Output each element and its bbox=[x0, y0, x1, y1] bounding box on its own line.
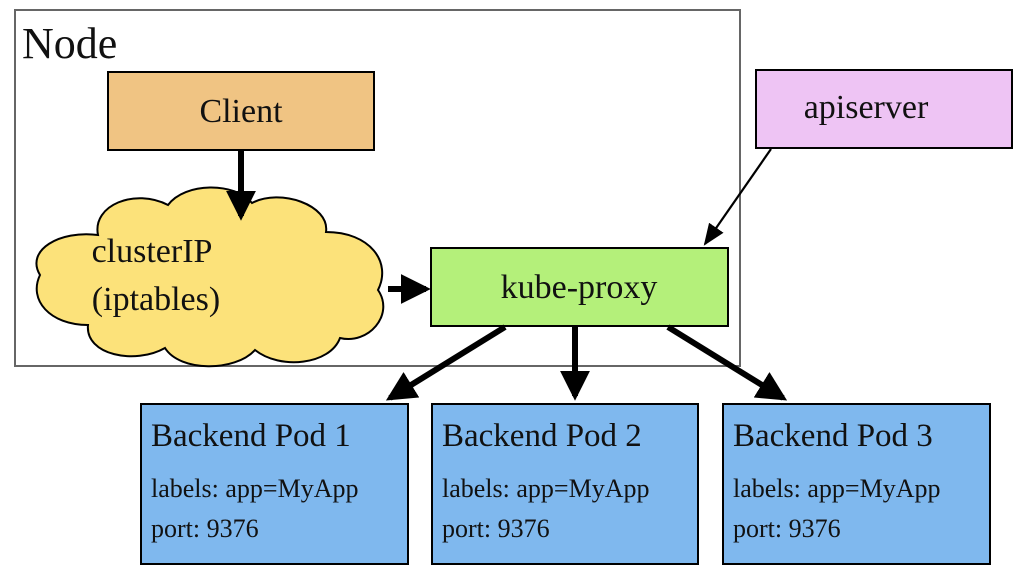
pod-title: Backend Pod 2 bbox=[442, 418, 642, 454]
cluster-ip-cloud[interactable]: clusterIP (iptables) bbox=[35, 186, 385, 368]
pod-labels: labels: app=MyApp bbox=[442, 474, 649, 503]
edge-kube-proxy-to-pod-3 bbox=[666, 324, 788, 401]
kube-proxy-box[interactable]: kube-proxy bbox=[430, 247, 729, 327]
pod-port: port: 9376 bbox=[151, 514, 259, 543]
pod-labels: labels: app=MyApp bbox=[151, 474, 358, 503]
pod-labels: labels: app=MyApp bbox=[733, 474, 940, 503]
edge-kube-proxy-to-pod-1 bbox=[385, 324, 507, 401]
client-label: Client bbox=[199, 93, 283, 130]
node-group-label: Node bbox=[22, 19, 117, 68]
apiserver-label: apiserver bbox=[804, 89, 929, 126]
edge-apiserver-to-kube-proxy bbox=[703, 148, 772, 246]
backend-pod-3[interactable]: Backend Pod 3 labels: app=MyApp port: 93… bbox=[722, 403, 991, 565]
kube-proxy-label: kube-proxy bbox=[501, 269, 658, 306]
pod-title: Backend Pod 1 bbox=[151, 418, 351, 454]
client-box[interactable]: Client bbox=[107, 71, 375, 151]
apiserver-box[interactable]: apiserver bbox=[755, 69, 1013, 149]
pod-port: port: 9376 bbox=[442, 514, 550, 543]
pod-title: Backend Pod 3 bbox=[733, 418, 933, 454]
backend-pod-2[interactable]: Backend Pod 2 labels: app=MyApp port: 93… bbox=[431, 403, 699, 565]
cluster-ip-label: clusterIP bbox=[92, 233, 213, 270]
backend-pod-1[interactable]: Backend Pod 1 labels: app=MyApp port: 93… bbox=[140, 403, 409, 565]
cluster-ip-sublabel: (iptables) bbox=[92, 281, 220, 318]
pod-port: port: 9376 bbox=[733, 514, 841, 543]
